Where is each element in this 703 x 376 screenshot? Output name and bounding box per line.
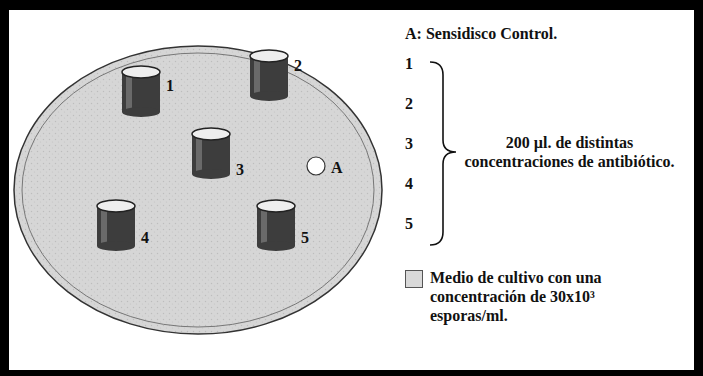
well-number: 2: [294, 56, 302, 75]
well-cylinder: [250, 50, 288, 101]
list-number: 1: [405, 54, 413, 73]
petri-dish-rim: [22, 53, 374, 327]
list-number: 4: [405, 174, 413, 193]
list-number: 3: [405, 134, 413, 153]
frame-bar: [0, 370, 703, 376]
well-cylinder: [122, 66, 160, 117]
well-number: 5: [301, 228, 309, 247]
list-number: 5: [405, 214, 413, 233]
well-cylinder: [97, 200, 135, 251]
list-number: 2: [405, 94, 413, 113]
frame-bar: [694, 0, 703, 376]
well-number: 4: [141, 228, 149, 247]
well-cylinder: [192, 128, 230, 179]
legend-text: Medio de cultivo con una concentración d…: [430, 268, 630, 325]
frame-bar: [0, 0, 9, 376]
well-number: 1: [166, 76, 174, 95]
well-number: 3: [236, 160, 244, 179]
control-disc: [307, 157, 325, 175]
petri-dish: [14, 46, 382, 334]
disc-letter: A: [331, 158, 343, 177]
well-cylinder: [257, 200, 295, 251]
frame-bar: [0, 0, 703, 10]
bracket-note: 200 µl. de distintas concentraciones de …: [462, 133, 677, 171]
legend-heading: A: Sensidisco Control.: [405, 24, 557, 43]
bracket: [430, 62, 456, 245]
legend-swatch: [405, 270, 423, 288]
